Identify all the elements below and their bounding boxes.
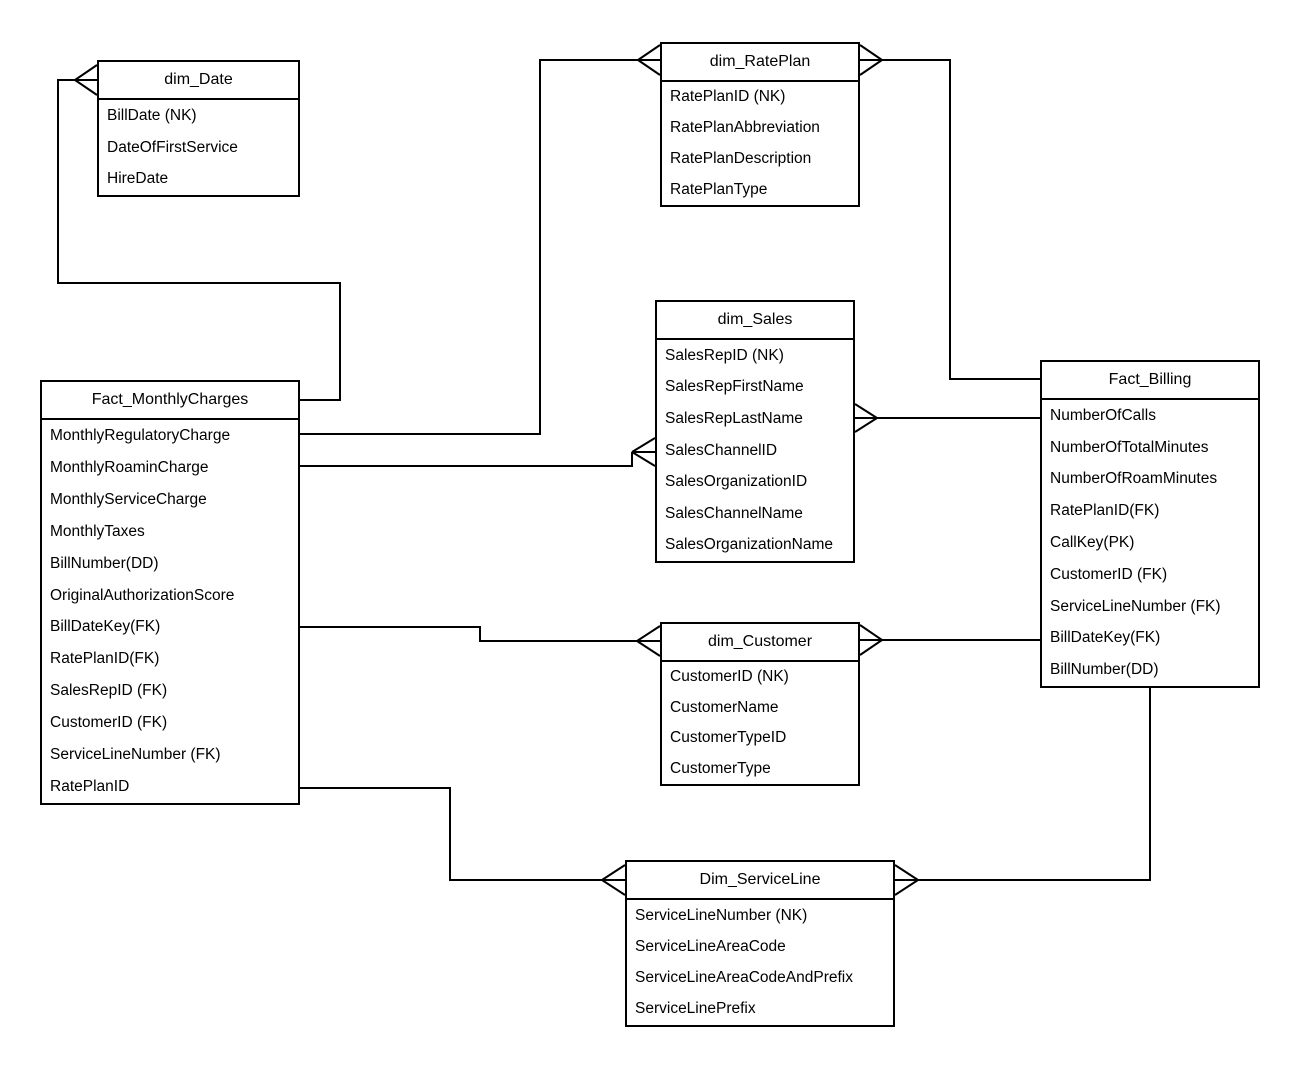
connector-line	[300, 452, 633, 467]
table-field: OriginalAuthorizationScore	[50, 586, 235, 604]
table-field: MonthlyServiceCharge	[50, 490, 207, 508]
table-field: RatePlanAbbreviation	[670, 119, 820, 137]
table-field: ServiceLinePrefix	[635, 1000, 756, 1018]
table-dim-serviceline[interactable]: Dim_ServiceLine ServiceLineNumber (NK)Se…	[625, 860, 895, 1027]
relationship-monthlycharges-date	[57, 64, 341, 401]
table-field: SalesOrganizationID	[665, 473, 808, 491]
table-field: ServiceLineNumber (FK)	[50, 746, 221, 764]
crows-foot-icon	[854, 403, 878, 433]
crows-foot-icon	[637, 44, 661, 76]
table-field: CallKey(PK)	[1050, 534, 1135, 552]
crows-foot-icon	[859, 624, 883, 656]
table-title: dim_Sales	[657, 302, 853, 340]
table-field: MonthlyRegulatoryCharge	[50, 426, 231, 444]
table-field: ServiceLineNumber (NK)	[635, 906, 808, 924]
table-field: RatePlanType	[670, 180, 768, 198]
table-field: SalesRepID (NK)	[665, 346, 784, 364]
table-field: NumberOfRoamMinutes	[1050, 470, 1218, 488]
table-field: DateOfFirstService	[107, 138, 238, 156]
connector-line	[300, 787, 602, 881]
table-field: CustomerTypeID	[670, 729, 787, 747]
table-field: HireDate	[107, 170, 169, 188]
table-field: CustomerID (NK)	[670, 668, 789, 686]
table-field: MonthlyTaxes	[50, 522, 145, 540]
crows-foot-icon	[636, 625, 661, 657]
connector-line	[300, 59, 638, 435]
crows-foot-icon	[859, 44, 883, 76]
table-title: Fact_Billing	[1042, 362, 1258, 400]
relationship-monthlycharges-sales	[300, 437, 656, 467]
crows-foot-icon	[74, 64, 98, 96]
table-title: Dim_ServiceLine	[627, 862, 893, 900]
table-dim-customer[interactable]: dim_Customer CustomerID (NK) CustomerName…	[660, 622, 860, 786]
table-fact-monthlycharges[interactable]: Fact_MonthlyCharges MonthlyRegulatoryCha…	[40, 380, 300, 805]
table-field: NumberOfCalls	[1050, 406, 1156, 424]
table-field: CustomerName	[670, 698, 779, 716]
table-dim-rateplan[interactable]: dim_RatePlan RatePlanID (NK) RatePlanAbbr…	[660, 42, 860, 207]
relationship-monthlycharges-serviceline	[300, 787, 626, 896]
table-field: BillDate (NK)	[107, 106, 197, 124]
table-field: ServiceLineAreaCode	[635, 937, 786, 955]
table-field: RatePlanDescription	[670, 149, 812, 167]
table-field: BillDateKey(FK)	[1050, 629, 1161, 647]
table-field: ServiceLineNumber (FK)	[1050, 597, 1221, 615]
crows-foot-icon	[894, 864, 919, 896]
relationship-billing-serviceline	[894, 688, 1151, 896]
table-dim-date[interactable]: dim_Date BillDate (NK) DateOfFirstService…	[97, 60, 300, 197]
crows-foot-icon	[631, 437, 656, 467]
table-field: SalesChannelName	[665, 504, 803, 522]
table-field: MonthlyRoaminCharge	[50, 458, 209, 476]
table-dim-sales[interactable]: dim_Sales SalesRepID (NK) SalesRepFirstNa…	[655, 300, 855, 563]
connector-line	[57, 79, 341, 401]
table-field: BillNumber(DD)	[1050, 661, 1159, 679]
table-title: dim_Date	[99, 62, 298, 100]
table-field: SalesRepID (FK)	[50, 682, 168, 700]
connector-line	[918, 688, 1151, 881]
table-field: RatePlanID	[50, 778, 130, 796]
connector-line	[300, 626, 637, 642]
table-title: Fact_MonthlyCharges	[42, 382, 298, 420]
relationship-billing-customer	[859, 624, 1040, 656]
table-field: CustomerID (FK)	[50, 714, 168, 732]
table-field: SalesOrganizationName	[665, 536, 834, 554]
crows-foot-icon	[601, 864, 626, 896]
relationship-monthlycharges-customer	[300, 625, 661, 657]
table-field: CustomerType	[670, 759, 771, 777]
table-field: SalesRepLastName	[665, 409, 803, 427]
table-field: RatePlanID(FK)	[50, 650, 160, 668]
table-field: BillDateKey(FK)	[50, 618, 161, 636]
table-field: NumberOfTotalMinutes	[1050, 438, 1209, 456]
table-field: CustomerID (FK)	[1050, 565, 1168, 583]
relationship-billing-rateplan	[859, 44, 1040, 380]
table-field: RatePlanID (NK)	[670, 88, 786, 106]
table-title: dim_RatePlan	[662, 44, 858, 82]
table-field: RatePlanID(FK)	[1050, 502, 1160, 520]
table-field: SalesChannelID	[665, 441, 778, 459]
relationship-billing-sales	[854, 403, 1040, 433]
relationship-monthlycharges-rateplan	[300, 44, 661, 435]
table-title: dim_Customer	[662, 624, 858, 662]
table-field: ServiceLineAreaCodeAndPrefix	[635, 969, 853, 987]
table-field: BillNumber(DD)	[50, 554, 159, 572]
table-field: SalesRepFirstName	[665, 378, 804, 396]
table-field-list: ServiceLineNumber (NK) ServiceLineAreaCod…	[627, 900, 893, 1025]
connector-line	[882, 59, 1040, 380]
